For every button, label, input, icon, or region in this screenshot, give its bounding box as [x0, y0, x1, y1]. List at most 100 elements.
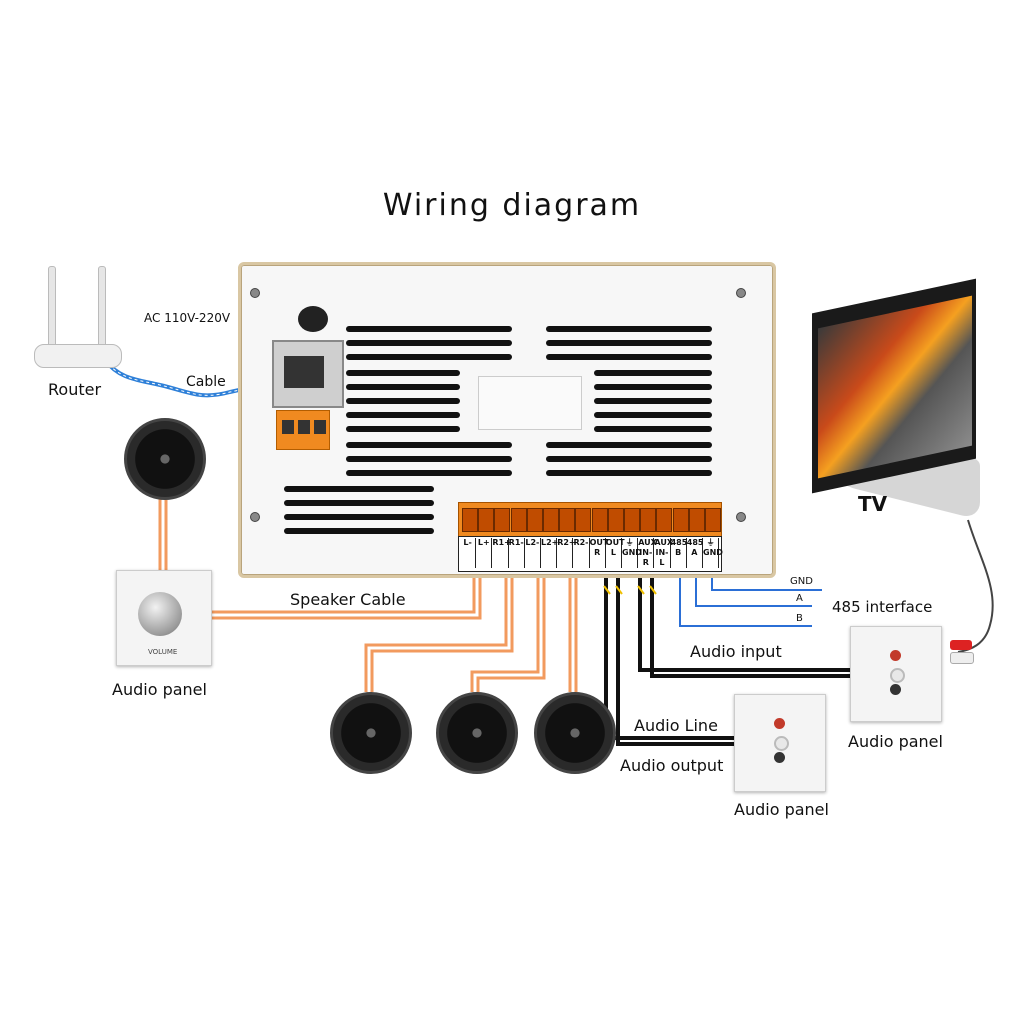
- gnd-label: GND: [790, 576, 813, 587]
- audio-panel-bottom-label: Audio panel: [734, 800, 829, 819]
- terminal-label-top: R2-: [573, 538, 589, 547]
- terminal-screw: [494, 508, 511, 532]
- terminal-label-bottom: IN-L: [655, 548, 669, 567]
- label-plate: [478, 376, 582, 430]
- terminal-label-top: ⏚: [625, 538, 634, 547]
- terminal-label-top: L+: [477, 538, 490, 547]
- terminal-screw: [591, 508, 608, 532]
- terminal-label-top: L2+: [541, 538, 559, 547]
- terminal-screw: [510, 508, 527, 532]
- terminal-label-bottom: L: [610, 548, 616, 557]
- interface-485-label: 485 interface: [832, 598, 933, 616]
- terminal-screw: [298, 420, 310, 434]
- terminal-label-top: R1-: [508, 538, 524, 547]
- terminal-label-top: 485: [686, 538, 704, 547]
- rj45-socket: [284, 356, 324, 388]
- terminal-label-top: OUT: [589, 538, 609, 547]
- b-label: B: [796, 613, 803, 624]
- terminal-screw: [526, 508, 543, 532]
- screw-icon: [250, 512, 260, 522]
- terminal-label: ⏚GND: [622, 538, 642, 568]
- rca-jack-icon: [774, 736, 789, 751]
- terminal-screw: [688, 508, 705, 532]
- speaker-icon: [124, 418, 206, 500]
- terminal-screw: [607, 508, 624, 532]
- terminal-label-top: AUX: [638, 538, 657, 547]
- terminal-label: R1-: [509, 538, 525, 568]
- speaker-icon: [534, 692, 616, 774]
- speaker-cable-label: Speaker Cable: [290, 590, 406, 609]
- router-antenna-right: [98, 266, 106, 348]
- terminal-screw: [478, 508, 495, 532]
- terminal-label: L2+: [541, 538, 559, 568]
- rs485-b-line: [679, 570, 812, 627]
- router-label: Router: [48, 380, 102, 399]
- audio-jack-icon: [774, 752, 785, 763]
- terminal-label-top: R2+: [557, 538, 576, 547]
- tv-label: TV: [858, 492, 888, 516]
- screw-icon: [736, 512, 746, 522]
- terminal-label-top: 485: [670, 538, 688, 547]
- terminal-label-strip: [458, 536, 722, 572]
- terminal-label-bottom: GND: [622, 548, 642, 557]
- terminal-screw: [672, 508, 689, 532]
- terminal-label-bottom: B: [675, 548, 682, 557]
- diagram-title: Wiring diagram: [382, 188, 642, 223]
- audio-jack-icon: [890, 684, 901, 695]
- rca-jack-icon: [774, 718, 785, 729]
- terminal-screw: [705, 508, 721, 532]
- volume-knob-icon: [138, 592, 182, 636]
- terminal-label: L2-: [525, 538, 541, 568]
- screw-icon: [250, 288, 260, 298]
- terminal-screw: [575, 508, 592, 532]
- terminal-label-top: OUT: [605, 538, 625, 547]
- rca-jack-icon: [890, 668, 905, 683]
- terminal-label-bottom: GND: [703, 548, 723, 557]
- rca-jack-icon: [890, 650, 901, 661]
- speaker-icon: [436, 692, 518, 774]
- rs485-a-line: [695, 570, 812, 607]
- audio-panel-right: [850, 626, 942, 722]
- ac-label: AC 110V-220V: [144, 311, 231, 325]
- terminal-label: R2+: [557, 538, 576, 568]
- power-grommet: [298, 306, 328, 332]
- terminal-label: L-: [460, 538, 477, 568]
- audio-panel-right-label: Audio panel: [848, 732, 943, 751]
- audio-panel-left-label: Audio panel: [112, 680, 207, 699]
- audio-line-label: Audio Line: [634, 716, 718, 735]
- a-label: A: [796, 593, 803, 604]
- terminal-screw: [543, 508, 559, 532]
- terminal-screw: [314, 420, 326, 434]
- terminal-screw: [462, 508, 478, 532]
- router-icon: [34, 344, 122, 368]
- rca-plug-red: [950, 640, 972, 650]
- terminal-label-top: ⏚: [706, 538, 715, 547]
- terminal-screw: [640, 508, 657, 532]
- terminal-label-bottom: R: [594, 548, 601, 557]
- terminal-label-top: R1+: [492, 538, 511, 547]
- terminal-label-bottom: A: [691, 548, 698, 557]
- terminal-label: L+: [476, 538, 493, 568]
- terminal-label: R1+: [492, 538, 511, 568]
- screw-icon: [736, 288, 746, 298]
- terminal-screw: [282, 420, 294, 434]
- terminal-screw: [559, 508, 576, 532]
- terminal-label-bottom: IN-R: [639, 548, 653, 567]
- terminal-label-top: L-: [463, 538, 472, 547]
- volume-text: VOLUME: [148, 648, 178, 656]
- terminal-label-top: AUX: [654, 538, 673, 547]
- cable-label: Cable: [186, 374, 226, 390]
- terminal-screw: [624, 508, 640, 532]
- terminal-screw: [656, 508, 673, 532]
- terminal-label: R2-: [573, 538, 590, 568]
- audio-input-label: Audio input: [690, 642, 782, 661]
- terminal-label-top: L2-: [525, 538, 540, 547]
- router-antenna-left: [48, 266, 56, 348]
- speaker-icon: [330, 692, 412, 774]
